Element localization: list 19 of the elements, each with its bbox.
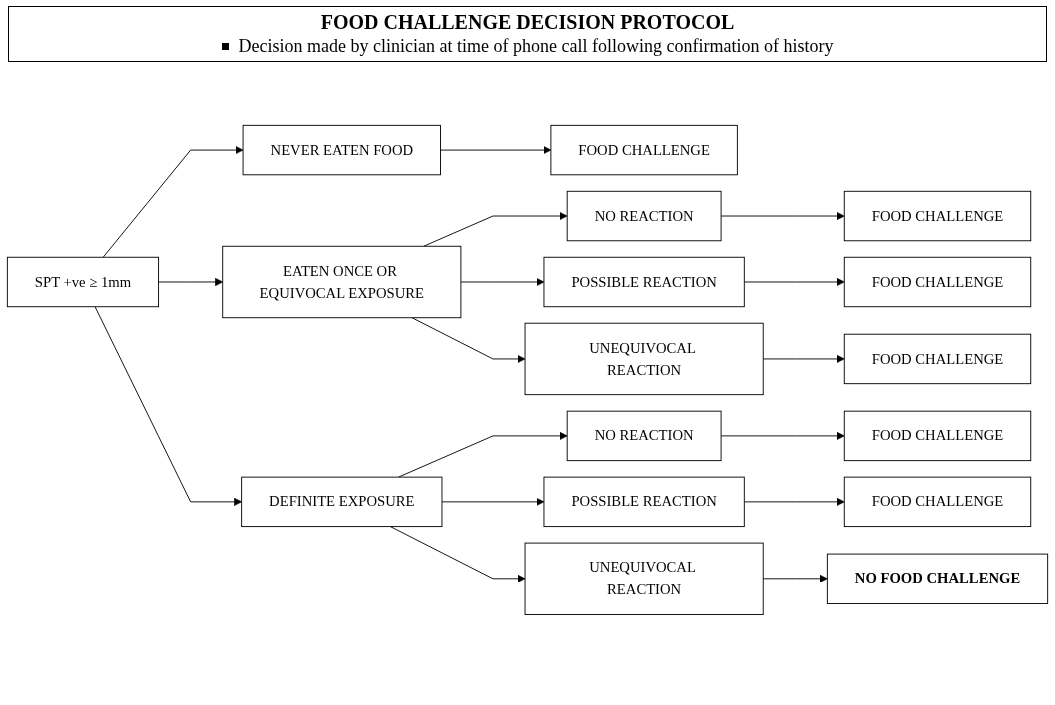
- node-box: FOOD CHALLENGE: [843, 410, 1032, 461]
- node-box: NO REACTION: [566, 190, 722, 241]
- note-text: Decision made by clinician at time of phone call following confirmation of history: [238, 36, 834, 57]
- node-box: DEFINITE EXPOSURE: [241, 476, 443, 527]
- node-box: EATEN ONCE OR EQUIVOCAL EXPOSURE: [222, 245, 462, 318]
- node-box: FOOD CHALLENGE: [843, 476, 1032, 527]
- node-box: UNEQUIVOCAL REACTION: [524, 542, 764, 615]
- node-box: NO REACTION: [566, 410, 722, 461]
- node-box: NO FOOD CHALLENGE: [826, 553, 1049, 604]
- node-box: POSSIBLE REACTION: [543, 256, 745, 307]
- node-box: FOOD CHALLENGE: [843, 256, 1032, 307]
- node-box: FOOD CHALLENGE: [843, 190, 1032, 241]
- node-box: POSSIBLE REACTION: [543, 476, 745, 527]
- node-box: NEVER EATEN FOOD: [242, 124, 441, 175]
- title: FOOD CHALLENGE DECISION PROTOCOL: [320, 11, 735, 34]
- node-box: UNEQUIVOCAL REACTION: [524, 322, 764, 395]
- node-box: SPT +ve ≥ 1mm: [6, 256, 160, 307]
- node-box: FOOD CHALLENGE: [550, 124, 738, 175]
- node-box: FOOD CHALLENGE: [843, 333, 1032, 384]
